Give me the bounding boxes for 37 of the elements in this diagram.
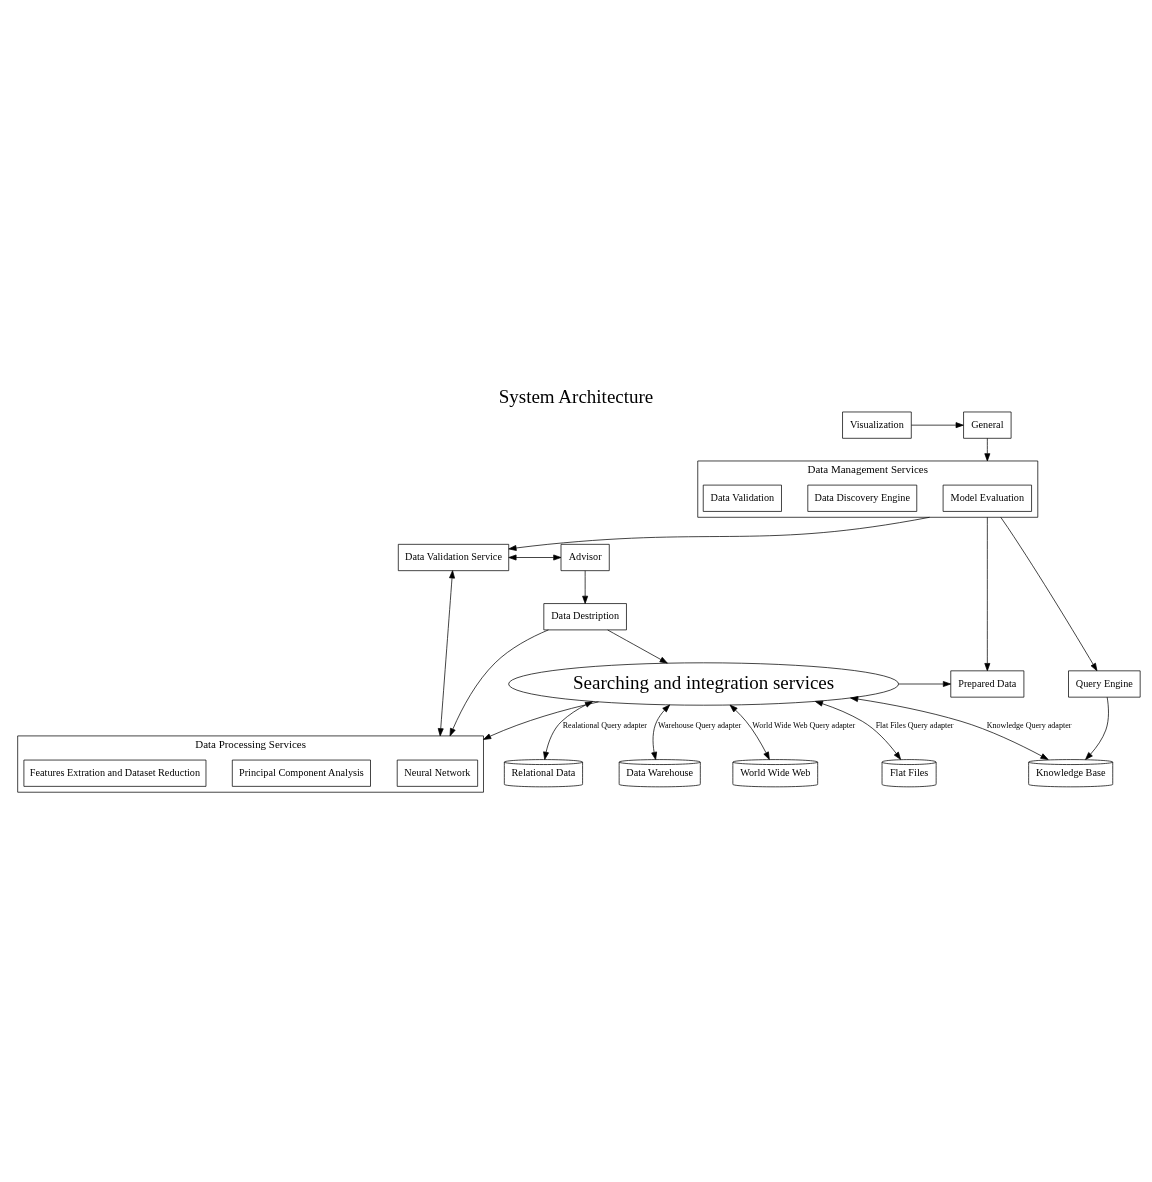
edge-label: Warehouse Query adapter bbox=[657, 720, 742, 730]
node-box: Query Engine bbox=[1068, 669, 1141, 698]
node-box: Model Evaluation bbox=[942, 484, 1032, 512]
arrow bbox=[508, 554, 562, 560]
arrow bbox=[651, 704, 671, 760]
arrow bbox=[984, 437, 991, 461]
node-box: Neural Network bbox=[396, 759, 478, 787]
arrow bbox=[984, 516, 991, 671]
arrow bbox=[508, 516, 930, 551]
arrow bbox=[449, 629, 549, 736]
arrow bbox=[729, 704, 770, 760]
node-box: Visualization bbox=[842, 411, 912, 439]
node-box: Advisor bbox=[560, 543, 610, 571]
arrow bbox=[814, 700, 902, 760]
edge-label: Knowledge Query adapter bbox=[986, 720, 1072, 730]
edge-label: Realational Query adapter bbox=[562, 720, 648, 730]
node-box: Prepared Data bbox=[950, 669, 1025, 698]
arrow bbox=[483, 701, 599, 740]
node-box: Data Validation Service bbox=[397, 543, 510, 571]
diagram-title: System Architecture bbox=[498, 385, 654, 407]
node-box: Data Destription bbox=[543, 602, 627, 630]
arrow bbox=[582, 569, 589, 604]
arrow bbox=[543, 700, 594, 760]
arrow bbox=[850, 695, 1049, 760]
arrow bbox=[437, 569, 455, 736]
node-box: Features Extration and Dataset Reduction bbox=[23, 759, 207, 787]
arrow bbox=[898, 680, 951, 687]
edge-label: Flat Files Query adapter bbox=[875, 720, 954, 730]
arrow bbox=[1085, 696, 1109, 760]
node-box: Data Validation bbox=[702, 484, 782, 512]
arrow bbox=[1000, 516, 1098, 671]
edge-label: World Wide Web Query adapter bbox=[752, 720, 856, 730]
node-box: General bbox=[963, 411, 1012, 439]
node-box: Data Discovery Engine bbox=[807, 484, 918, 512]
arrow bbox=[607, 629, 668, 663]
arrow bbox=[911, 421, 964, 428]
node-box: Principal Component Analysis bbox=[231, 759, 371, 787]
